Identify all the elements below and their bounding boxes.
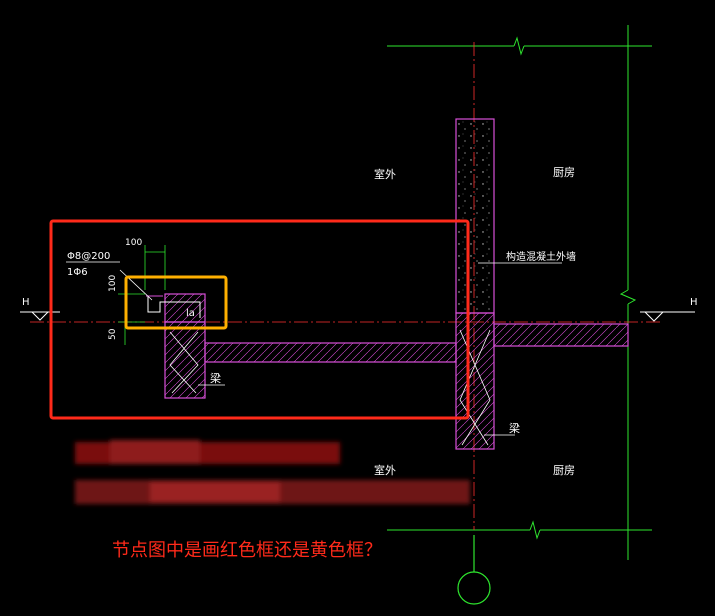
level-marker-left xyxy=(20,311,60,321)
bottom-dimension-line xyxy=(387,520,652,540)
label-dim-100-v: 100 xyxy=(108,275,118,292)
label-kitchen-bottom: 厨房 xyxy=(553,464,575,477)
yellow-box xyxy=(124,275,228,330)
level-marker-right xyxy=(640,311,695,322)
curb xyxy=(164,293,206,323)
question-text: 节点图中是画红色框还是黄色框？ xyxy=(112,540,382,561)
label-anchor-la: la xyxy=(186,308,195,319)
label-level-left: H xyxy=(22,297,30,308)
label-kitchen-top: 厨房 xyxy=(553,166,575,179)
right-slab xyxy=(493,323,629,347)
label-wall-note: 构造混凝土外墙 xyxy=(506,250,576,263)
red-box xyxy=(49,219,470,420)
right-beam-cross xyxy=(459,329,491,446)
top-dimension-line xyxy=(387,36,652,56)
label-beam-right: 梁 xyxy=(509,421,520,435)
exterior-wall xyxy=(455,118,495,314)
label-rebar-count: 1Φ6 xyxy=(67,267,88,278)
dim-vertical xyxy=(118,293,145,345)
label-outdoor-top: 室外 xyxy=(374,167,396,181)
right-extension-line xyxy=(619,25,637,560)
axis-bubble xyxy=(457,535,491,605)
left-slab xyxy=(204,342,457,363)
label-outdoor-bottom: 室外 xyxy=(374,463,396,477)
dim-100-horizontal xyxy=(144,245,166,290)
leaders xyxy=(66,261,562,436)
left-beam-cross-2 xyxy=(169,331,199,394)
redacted-text xyxy=(75,440,470,504)
label-rebar-spec: Φ8@200 xyxy=(67,251,110,262)
label-dim-50: 50 xyxy=(108,328,118,340)
rebar-hook xyxy=(147,296,201,318)
left-beam-cross xyxy=(169,331,199,394)
label-beam-left: 梁 xyxy=(210,371,221,385)
right-beam-cross-2 xyxy=(459,329,491,446)
label-level-right: H xyxy=(690,297,698,308)
label-dim-100-h: 100 xyxy=(125,238,142,248)
